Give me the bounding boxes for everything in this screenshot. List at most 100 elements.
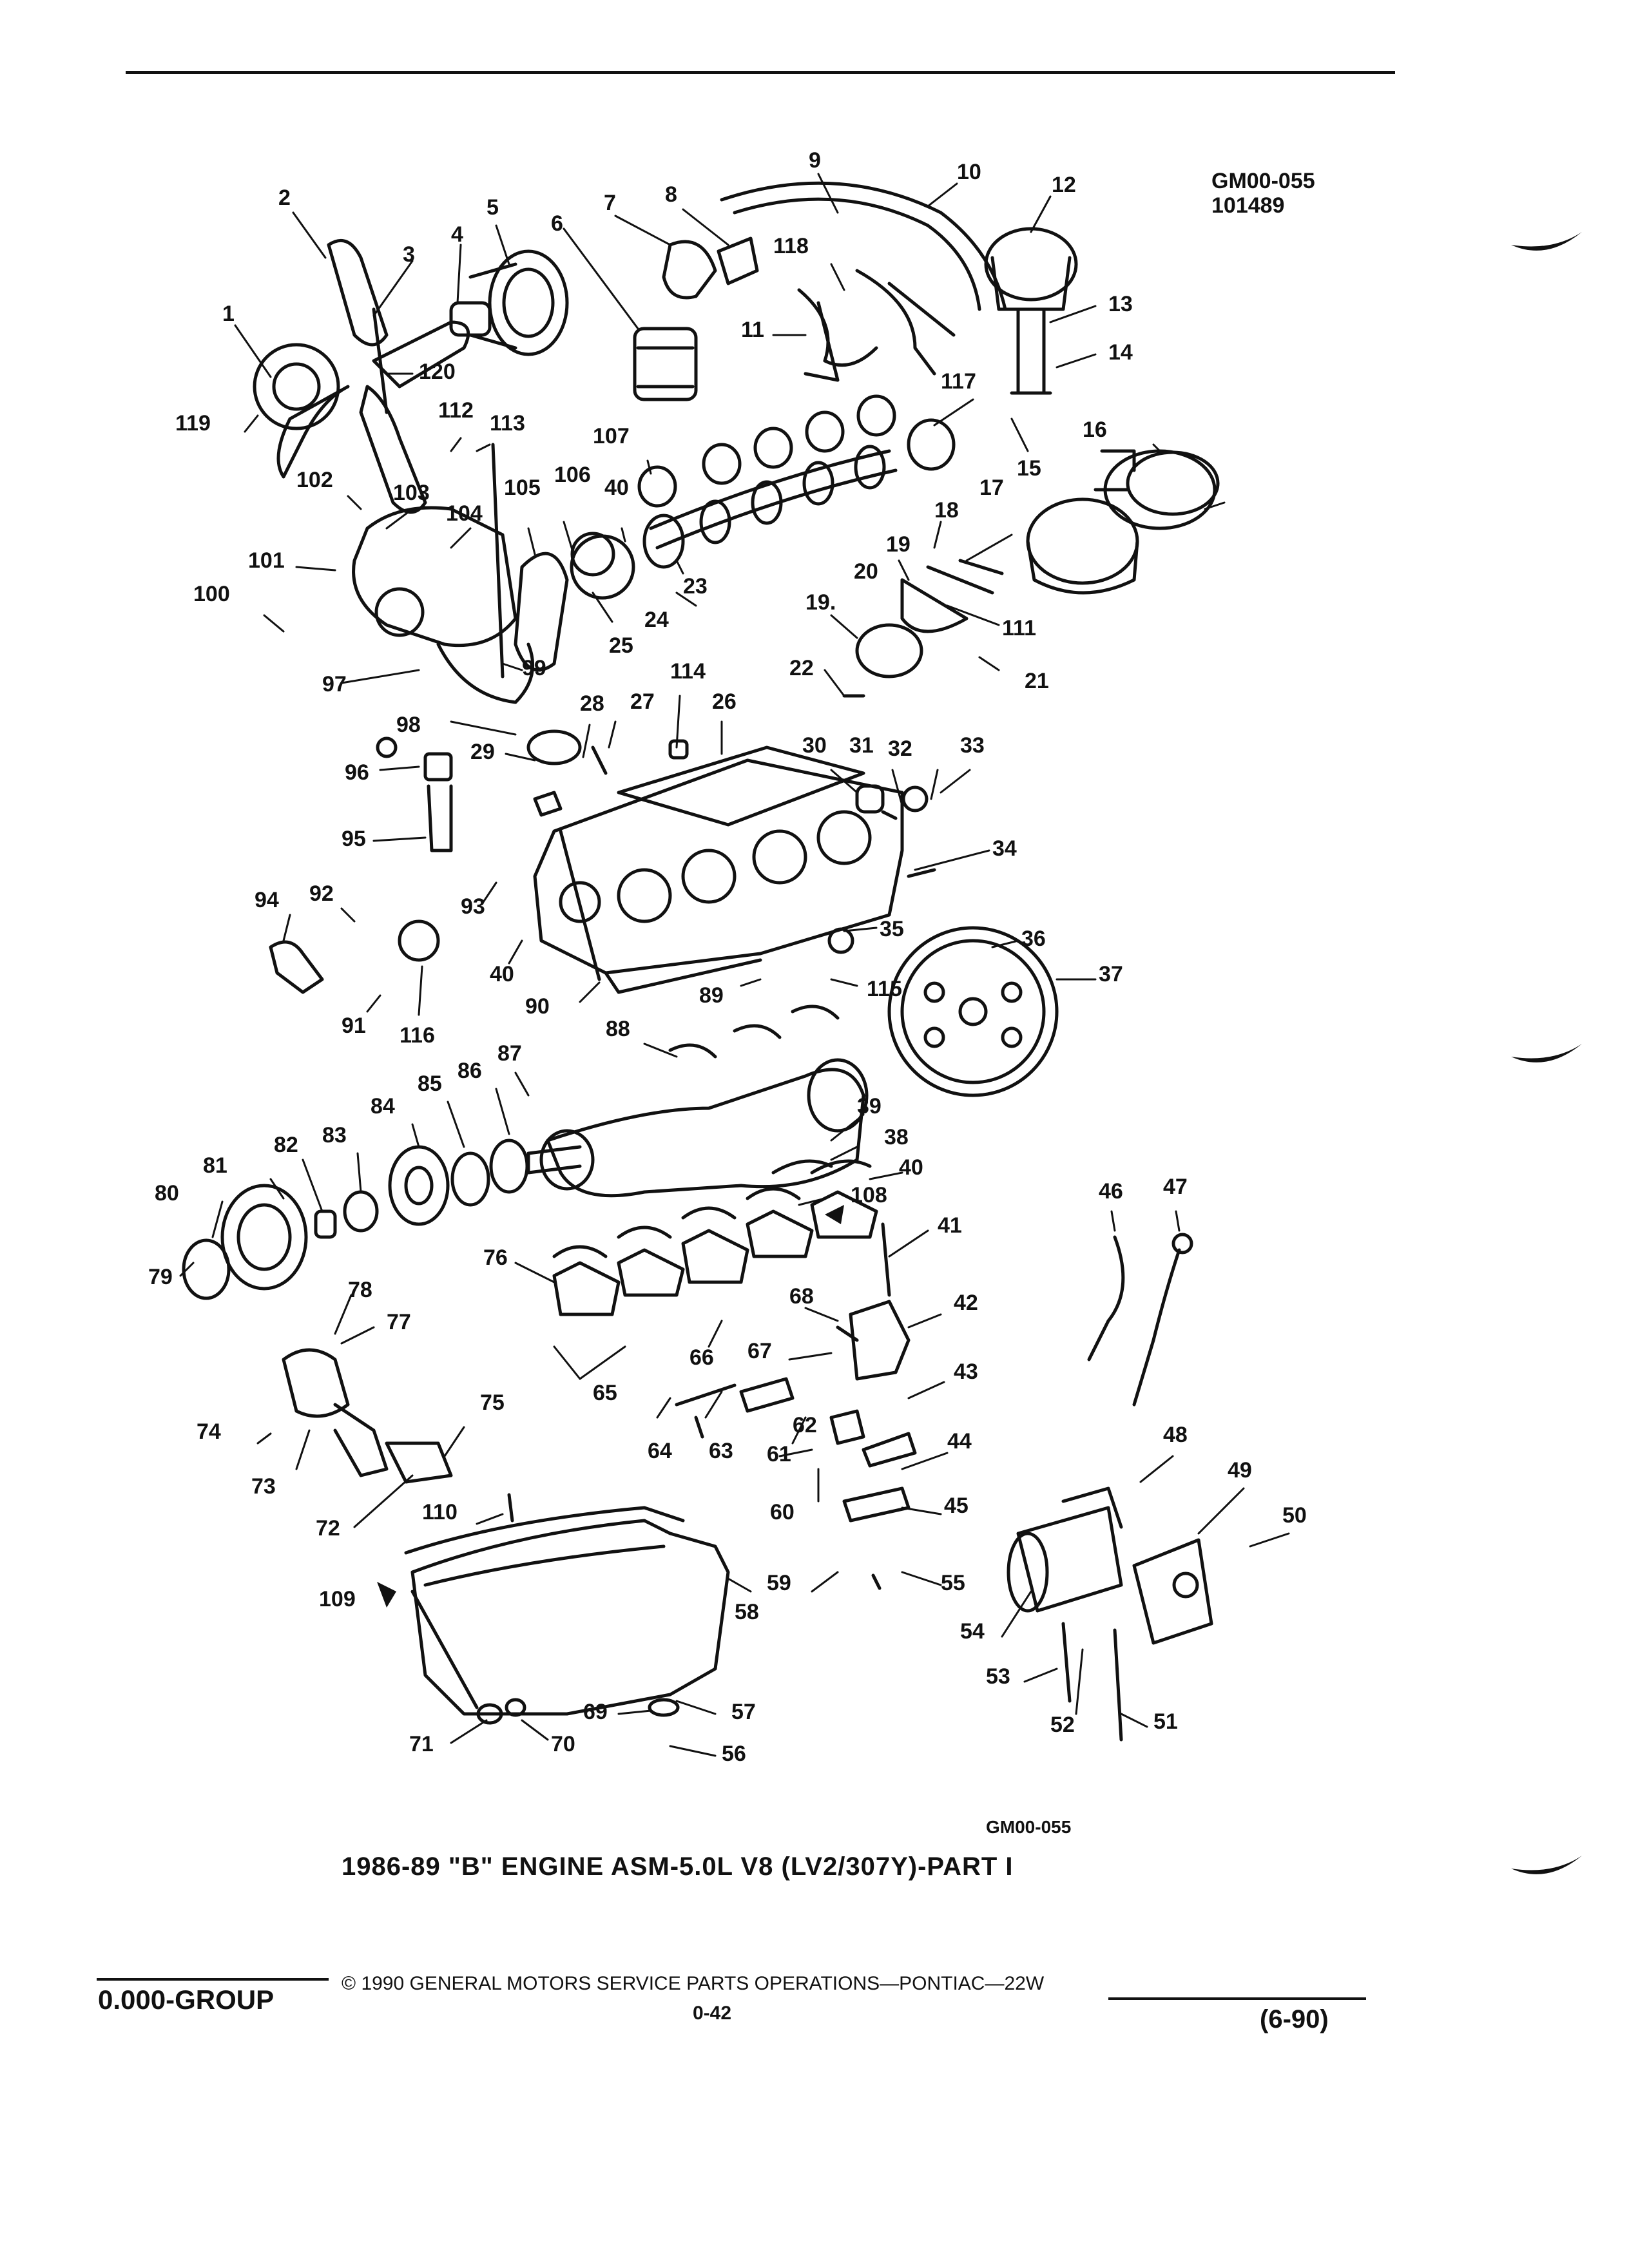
callout-29: 29 xyxy=(470,740,495,764)
callout-21: 21 xyxy=(1025,669,1049,693)
callout-1: 1 xyxy=(222,302,235,326)
fuel-pump-part xyxy=(282,1348,453,1484)
callout-26: 26 xyxy=(712,689,737,714)
callout-117: 117 xyxy=(941,369,976,394)
water-pump-part xyxy=(352,506,582,765)
callout-52: 52 xyxy=(1050,1713,1075,1737)
callout-81: 81 xyxy=(203,1153,227,1178)
callout-110: 110 xyxy=(422,1500,458,1524)
callout-4: 4 xyxy=(451,222,463,247)
callout-33: 33 xyxy=(960,733,985,758)
callout-72: 72 xyxy=(316,1516,340,1541)
callout-10: 10 xyxy=(957,160,981,184)
callout-95: 95 xyxy=(342,827,366,851)
callout-25: 25 xyxy=(609,633,633,658)
callout-40-mid: 40 xyxy=(490,962,514,986)
callout-67: 67 xyxy=(747,1339,772,1363)
small-parts xyxy=(269,736,936,1590)
flywheel-part xyxy=(887,926,1059,1097)
callout-35: 35 xyxy=(880,917,904,941)
callout-113: 113 xyxy=(490,411,525,436)
callout-94: 94 xyxy=(255,888,279,912)
callout-71: 71 xyxy=(409,1732,434,1756)
callout-50: 50 xyxy=(1282,1503,1307,1528)
figure-caption: 1986-89 "B" ENGINE ASM-5.0L V8 (LV2/307Y… xyxy=(342,1852,1014,1881)
callout-118: 118 xyxy=(773,234,809,258)
callout-79: 79 xyxy=(148,1265,173,1289)
callout-76: 76 xyxy=(483,1245,508,1270)
oil-pump-part xyxy=(675,1222,911,1413)
callout-37: 37 xyxy=(1099,962,1123,986)
callout-68: 68 xyxy=(789,1284,814,1309)
callout-96: 96 xyxy=(345,760,369,785)
callout-104: 104 xyxy=(446,501,483,526)
arrow-109 xyxy=(377,1582,396,1608)
callout-31: 31 xyxy=(849,733,874,758)
callout-53: 53 xyxy=(986,1664,1010,1689)
callout-92: 92 xyxy=(309,881,334,906)
callout-3: 3 xyxy=(403,242,415,267)
callout-20: 20 xyxy=(854,559,878,584)
callout-93: 93 xyxy=(461,894,485,919)
callout-39: 39 xyxy=(857,1094,882,1119)
callout-32: 32 xyxy=(888,736,912,761)
callout-9: 9 xyxy=(809,148,821,173)
callout-44: 44 xyxy=(947,1429,972,1454)
callout-47: 47 xyxy=(1163,1175,1188,1199)
callout-24: 24 xyxy=(644,608,669,632)
figure-code-line1: GM00-055 xyxy=(1211,169,1315,193)
callout-75: 75 xyxy=(480,1390,505,1415)
callout-46: 46 xyxy=(1099,1179,1123,1204)
callout-41: 41 xyxy=(938,1213,962,1238)
callout-82: 82 xyxy=(274,1133,298,1157)
callout-57: 57 xyxy=(731,1700,756,1724)
callout-58: 58 xyxy=(735,1600,759,1624)
callout-8: 8 xyxy=(665,182,677,207)
leader-lines xyxy=(179,173,1290,1757)
callout-40-low: 40 xyxy=(899,1155,923,1180)
callout-40-top: 40 xyxy=(604,476,629,500)
callout-16: 16 xyxy=(1083,418,1107,442)
callout-13: 13 xyxy=(1108,292,1133,316)
callout-74: 74 xyxy=(197,1419,221,1444)
callout-107: 107 xyxy=(593,424,630,448)
callout-51: 51 xyxy=(1153,1709,1178,1734)
callout-106: 106 xyxy=(554,463,591,487)
footer-group: 0.000-GROUP xyxy=(98,1984,275,2015)
callout-77: 77 xyxy=(387,1310,411,1334)
callout-17: 17 xyxy=(979,476,1004,500)
callout-102: 102 xyxy=(296,468,333,492)
callout-18: 18 xyxy=(934,498,959,523)
footer-rule-left xyxy=(97,1978,329,1981)
callout-64: 64 xyxy=(648,1439,672,1463)
callout-48: 48 xyxy=(1163,1423,1188,1447)
pulley-part xyxy=(449,249,569,356)
footer-rule-right xyxy=(1108,1997,1366,2000)
callout-83: 83 xyxy=(322,1123,347,1148)
oil-pan-part xyxy=(404,1506,730,1725)
camshaft-part xyxy=(637,394,956,569)
callout-100: 100 xyxy=(193,582,230,606)
callout-78: 78 xyxy=(348,1278,372,1302)
callout-91: 91 xyxy=(342,1014,366,1038)
callout-59: 59 xyxy=(767,1571,791,1595)
callout-62: 62 xyxy=(793,1413,817,1437)
callout-60: 60 xyxy=(770,1500,795,1524)
callout-114: 114 xyxy=(670,659,706,684)
callout-101: 101 xyxy=(248,548,285,573)
engine-block-part xyxy=(533,745,904,994)
callout-65: 65 xyxy=(593,1381,617,1405)
callout-43: 43 xyxy=(954,1360,978,1384)
callout-2: 2 xyxy=(278,186,291,210)
callout-112: 112 xyxy=(438,398,474,423)
callout-38: 38 xyxy=(884,1125,909,1149)
callout-42: 42 xyxy=(954,1291,978,1315)
callout-19: 19 xyxy=(886,532,911,557)
callout-116: 116 xyxy=(400,1023,435,1048)
callout-69: 69 xyxy=(583,1700,608,1724)
callout-73: 73 xyxy=(251,1474,276,1499)
callout-99: 99 xyxy=(522,656,546,680)
callout-7: 7 xyxy=(604,191,616,215)
figure-code-bottom: GM00-055 xyxy=(986,1817,1072,1837)
